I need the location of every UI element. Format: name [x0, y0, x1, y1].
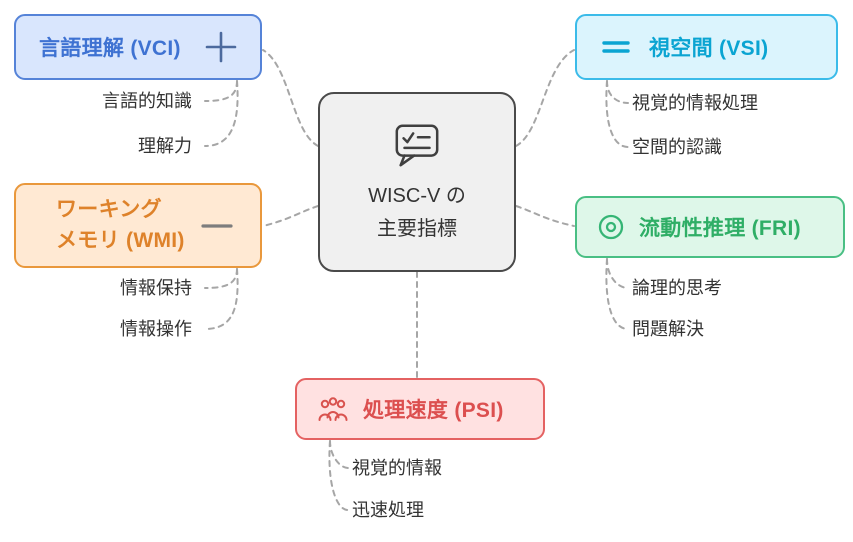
node-fri-label: 流動性推理 (FRI) [639, 217, 801, 240]
leaf-wmi-child1: 情報保持 [120, 278, 192, 298]
node-vci-label: 言語理解 (VCI) [39, 37, 181, 60]
minus-icon [200, 221, 234, 231]
leaf-fri-child2: 問題解決 [632, 319, 704, 339]
people-icon [316, 394, 350, 424]
node-center-wisc-v: WISC-V の 主要指標 [318, 92, 516, 272]
node-wmi-label-line1: ワーキング [56, 198, 162, 222]
leaf-vsi-child1: 視覚的情報処理 [632, 93, 758, 113]
leaf-psi-child2: 迅速処理 [352, 500, 424, 520]
center-title-line1: WISC-V の [368, 185, 466, 207]
edge-center-vsi [515, 49, 575, 147]
edge-vsi-child1 [606, 80, 629, 104]
node-wmi: ワーキング メモリ (WMI) [14, 183, 262, 268]
node-vsi-label: 視空間 (VSI) [649, 37, 769, 60]
leaf-vci-child1: 言語的知識 [102, 91, 192, 111]
leaf-wmi-child2: 情報操作 [120, 319, 192, 339]
edge-fri-child1 [606, 258, 629, 289]
leaf-psi-child1: 視覚的情報 [352, 458, 442, 478]
edge-wmi-child2 [204, 268, 239, 330]
node-vsi: 視空間 (VSI) [575, 14, 838, 80]
edge-psi-child2 [328, 440, 349, 511]
edge-center-fri [515, 205, 575, 227]
circle-dot-icon [597, 213, 625, 241]
node-psi-label: 処理速度 (PSI) [363, 399, 504, 422]
edge-fri-child2 [605, 258, 629, 330]
plus-icon [204, 30, 238, 64]
node-fri: 流動性推理 (FRI) [575, 196, 845, 258]
leaf-vsi-child2: 空間的認識 [632, 137, 722, 157]
node-vci: 言語理解 (VCI) [14, 14, 262, 80]
edge-vci-child1 [204, 80, 238, 102]
node-psi: 処理速度 (PSI) [295, 378, 545, 440]
node-wmi-label-line2: メモリ (WMI) [56, 228, 185, 252]
chat-check-icon [390, 120, 444, 170]
edge-vsi-child2 [605, 80, 629, 148]
leaf-vci-child2: 理解力 [138, 136, 192, 156]
equals-icon [601, 35, 631, 59]
edge-center-vci [262, 49, 319, 147]
center-title-line2: 主要指標 [377, 218, 457, 240]
edge-psi-child1 [329, 440, 349, 469]
edge-center-wmi [262, 205, 319, 227]
edge-vci-child2 [204, 80, 239, 147]
edge-wmi-child1 [204, 268, 238, 289]
leaf-fri-child1: 論理的思考 [632, 278, 722, 298]
